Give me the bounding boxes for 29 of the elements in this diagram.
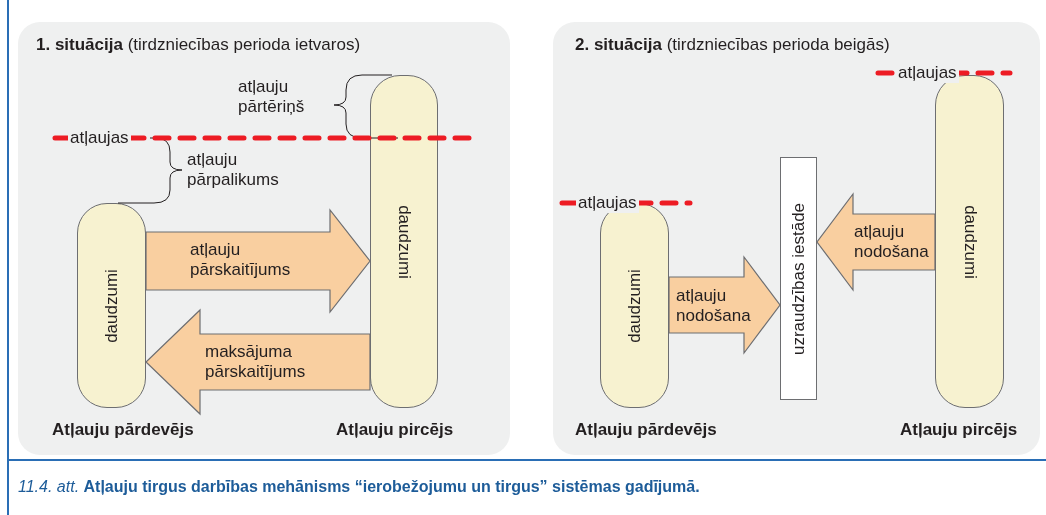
role-label: Atļauju pārdevējs xyxy=(575,420,717,440)
role-label: Atļauju pircējs xyxy=(336,420,454,440)
edge-label: atļauju pārskaitījums xyxy=(190,240,292,280)
level-label: atļaujas xyxy=(68,128,131,148)
bar-label: daudzumi xyxy=(394,204,414,279)
block-arrow xyxy=(145,308,371,416)
bar-label: daudzumi xyxy=(101,268,122,343)
block-arrow xyxy=(816,192,936,292)
role-label: Atļauju pārdevējs xyxy=(52,420,194,440)
bar-label: daudzumi xyxy=(624,268,645,343)
panel-title: 1. situācija (tirdzniecības perioda ietvaros) xyxy=(36,35,361,55)
bar-label: daudzumi xyxy=(959,204,980,279)
rounded-bar xyxy=(370,75,438,408)
brace-label: atļauju pārtēriņš xyxy=(238,77,306,117)
role-label: Atļauju pircējs xyxy=(900,420,1018,440)
rounded-bar xyxy=(77,203,146,408)
edge-label: atļauju nodošana xyxy=(854,222,930,262)
panel xyxy=(553,22,1040,455)
level-label: atļaujas xyxy=(896,63,959,83)
block-arrow xyxy=(668,255,781,355)
edge-label: atļauju nodošana xyxy=(676,286,752,326)
bar-label: uzraudzības iestāde xyxy=(788,202,809,355)
edge-label: maksājuma pārskaitījums xyxy=(205,342,307,382)
panel-title: 2. situācija (tirdzniecības perioda beigās) xyxy=(575,35,890,55)
brace-label: atļauju pārpalikums xyxy=(187,150,280,190)
caption: 11.4. att. Atļauju tirgus darbības mehānisms “ierobežojumu un tirgus” sistēmas gadījumā. xyxy=(18,478,700,496)
block-arrow xyxy=(145,208,371,314)
level-label: atļaujas xyxy=(576,193,639,213)
rect-box xyxy=(780,157,817,400)
